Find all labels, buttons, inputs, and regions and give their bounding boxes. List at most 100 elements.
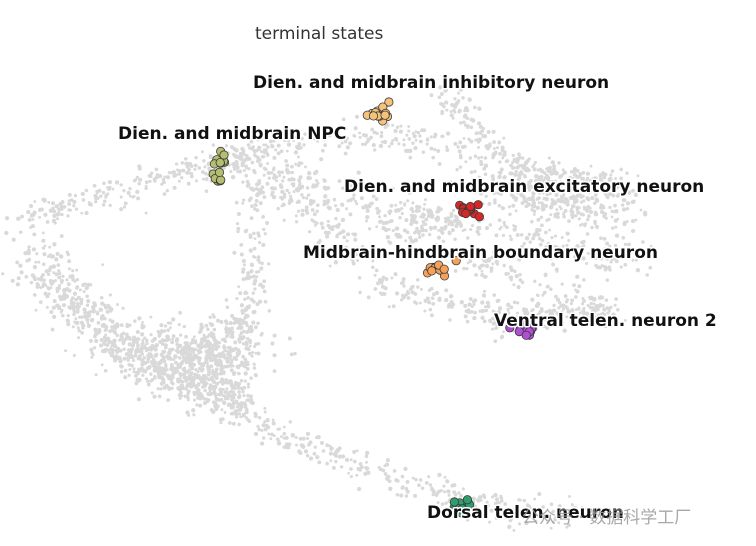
background-cell-3473 [270,186,274,191]
background-cell-2617 [411,284,415,289]
background-cell-3288 [537,187,541,191]
background-cell-2952 [246,385,250,389]
background-cell-790 [233,387,237,391]
background-cell-95 [136,196,141,201]
background-cell-3140 [184,334,189,339]
background-cell-1622 [578,172,583,176]
background-cell-3455 [287,177,292,182]
background-cell-3085 [231,384,235,389]
background-cell-166 [67,192,72,197]
background-cell-1119 [440,502,445,506]
background-cell-1189 [282,425,286,429]
background-cell-2206 [497,218,502,223]
terminal-cell-series-1-13 [215,158,225,168]
background-cell-999 [218,380,221,384]
background-cell-3182 [234,382,239,387]
background-cell-9 [111,187,115,191]
background-cell-1427 [534,519,538,523]
background-cell-3046 [234,346,238,351]
background-cell-3325 [512,187,518,192]
background-cell-1996 [516,157,521,161]
background-cell-853 [118,348,123,353]
background-cell-1103 [261,436,266,440]
background-cell-1571 [262,279,267,284]
background-cell-712 [60,313,65,318]
background-cell-64 [74,207,79,211]
background-cell-2563 [408,287,413,292]
background-cell-2364 [593,219,597,224]
background-cell-155 [135,189,140,195]
background-cell-2581 [483,305,487,309]
label-dorsal-telen-neuron: Dorsal telen. neuron [427,503,624,523]
background-cell-3158 [256,342,261,346]
background-cell-3118 [160,375,165,380]
background-cell-3481 [307,171,312,176]
background-cell-489 [141,338,145,342]
background-cell-2766 [491,327,495,331]
background-cell-1410 [220,408,224,412]
background-cell-2318 [611,226,615,230]
background-cell-2568 [472,315,477,321]
background-cell-3222 [530,220,534,224]
background-cell-1524 [257,178,262,183]
background-cell-1392 [541,505,545,509]
background-cell-3053 [256,351,261,356]
background-cell-1909 [457,91,460,95]
background-cell-2911 [127,362,132,367]
background-cell-1406 [200,385,204,389]
background-cell-2102 [601,248,604,252]
background-cell-1202 [383,472,388,476]
background-cell-2843 [334,204,338,208]
background-cell-3444 [429,210,434,215]
background-cell-157 [154,167,159,172]
background-cell-2202 [582,244,586,248]
background-cell-1241 [476,498,480,502]
background-cell-2158 [353,199,358,203]
background-cell-1661 [413,146,418,151]
background-cell-1070 [503,502,508,506]
background-cell-1878 [365,140,369,144]
background-cell-3227 [537,190,542,195]
background-cell-1635 [602,175,607,180]
background-cell-1220 [414,477,418,482]
background-cell-2138 [394,203,398,207]
background-cell-1934 [515,165,520,170]
background-cell-2542 [391,304,396,309]
background-cell-1825 [607,192,613,197]
background-cell-1303 [280,435,283,439]
background-cell-1564 [232,250,237,255]
background-cell-2859 [340,218,345,223]
background-cell-2807 [569,312,574,317]
background-cell-3442 [409,222,413,226]
background-cell-937 [120,332,124,337]
background-cell-796 [145,341,149,346]
background-cell-1277 [329,447,334,451]
background-cell-1666 [405,133,409,137]
background-cell-1049 [246,382,251,386]
background-cell-1329 [500,499,504,503]
background-cell-2727 [592,302,596,306]
background-cell-1276 [234,415,239,419]
background-cell-2403 [527,180,532,185]
background-cell-2827 [379,278,385,283]
background-cell-3188 [236,351,241,356]
background-cell-515 [132,370,136,374]
background-cell-3241 [571,177,575,181]
background-cell-2501 [585,318,591,323]
background-cell-1972 [478,124,483,129]
background-cell-1844 [418,139,423,144]
background-cell-1068 [529,515,533,519]
background-cell-902 [121,339,126,344]
background-cell-1987 [533,160,537,165]
background-cell-626 [115,322,120,327]
background-cell-1438 [522,498,527,503]
background-cell-1611 [358,131,361,135]
background-cell-2099 [371,194,376,199]
background-cell-1820 [631,188,635,193]
background-cell-974 [203,388,207,393]
background-cell-1923 [453,97,457,101]
background-cell-1237 [282,431,287,436]
background-cell-2068 [296,199,301,204]
background-cell-3298 [520,201,525,205]
background-cell-2493 [606,316,611,321]
